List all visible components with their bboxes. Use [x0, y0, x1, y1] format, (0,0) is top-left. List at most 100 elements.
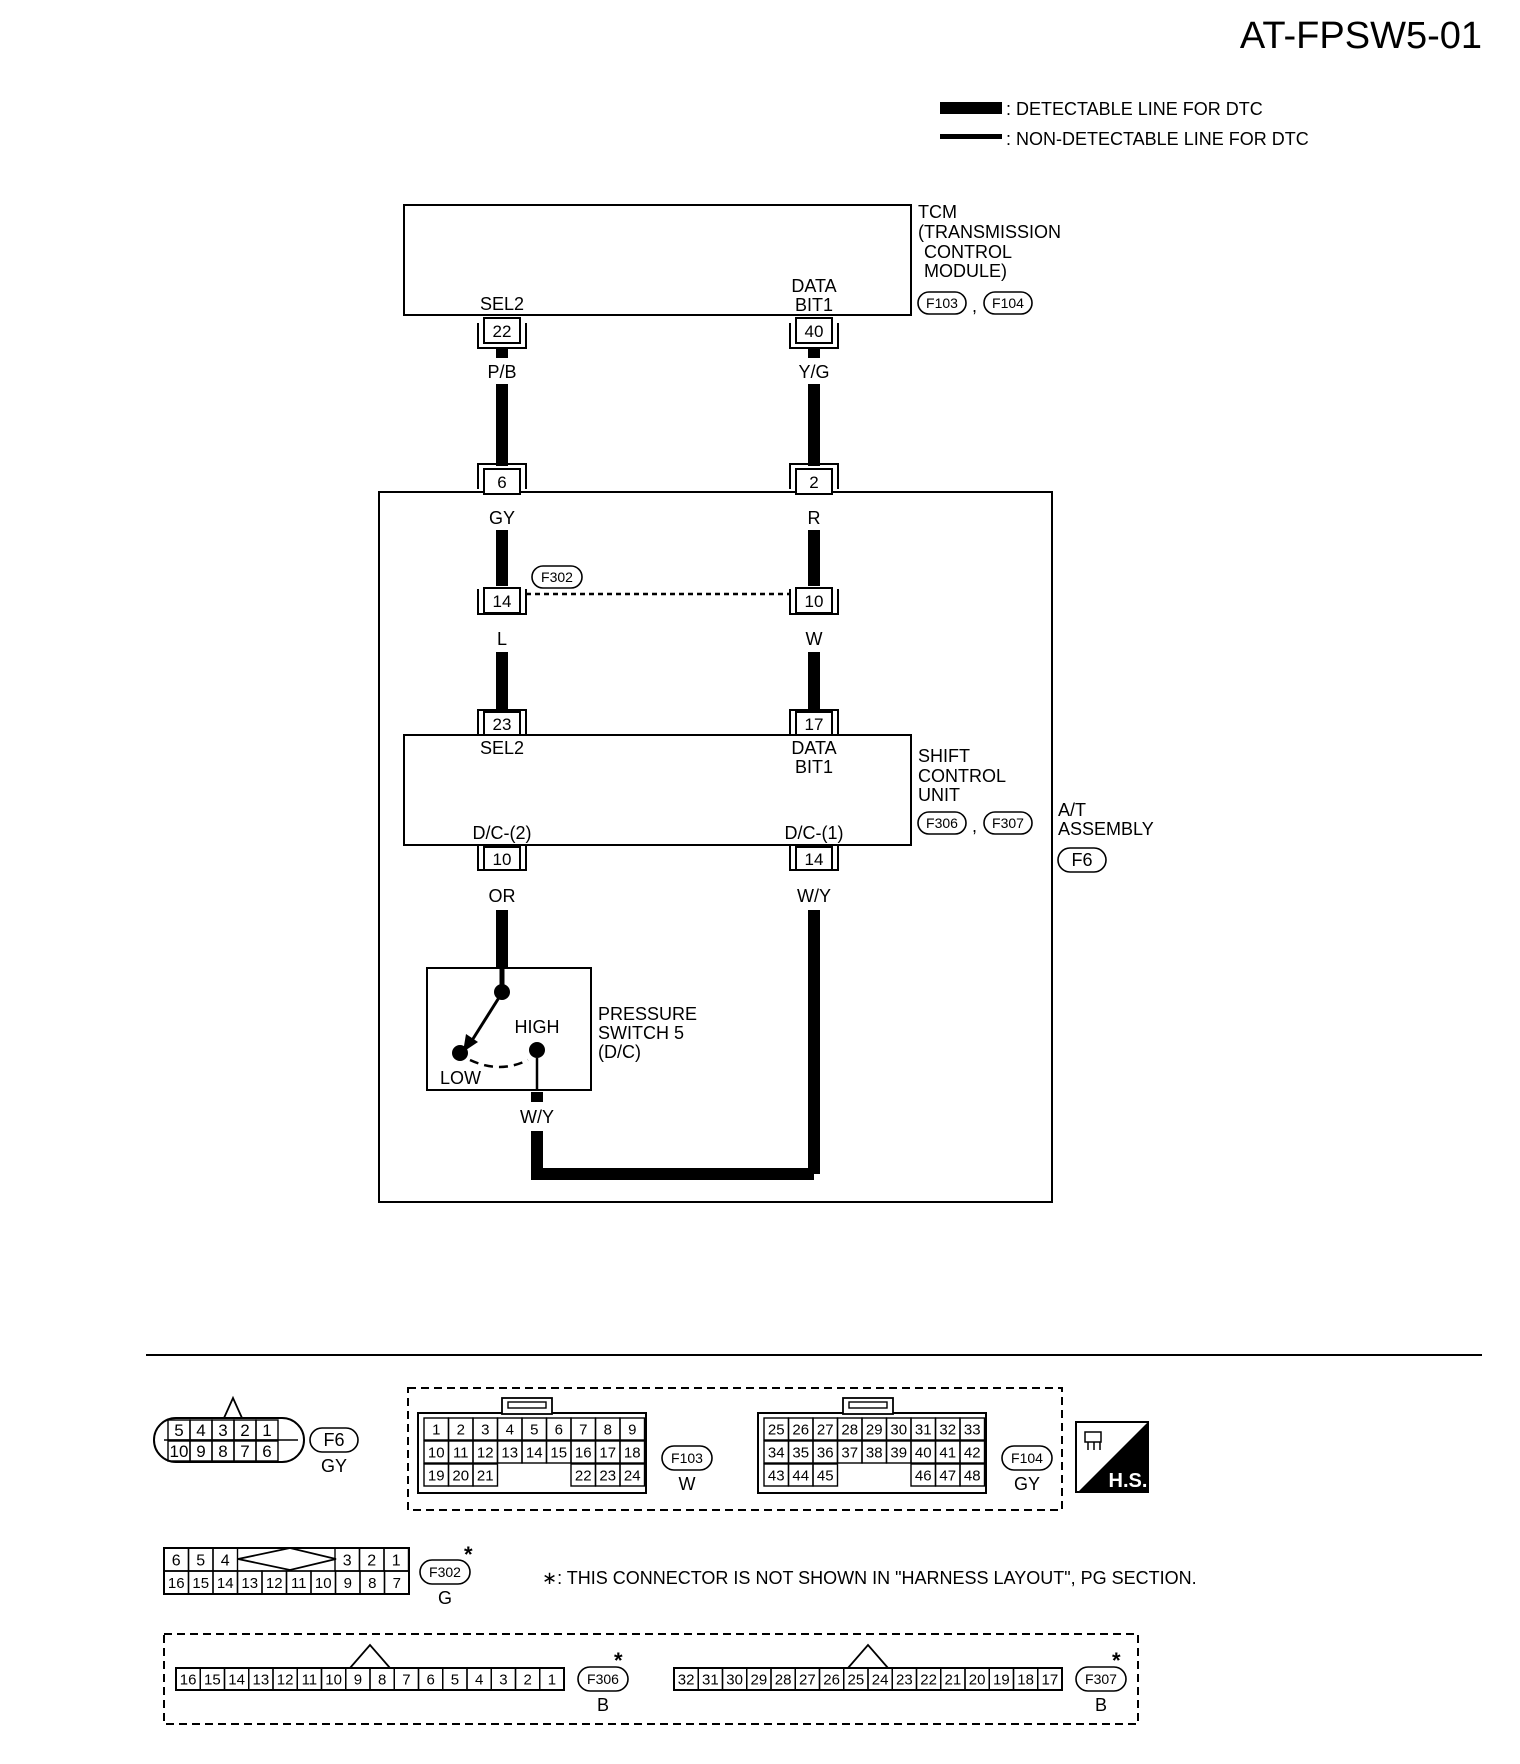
wire-wy-bottom [531, 1131, 814, 1180]
f307-pin-number: 29 [751, 1671, 768, 1688]
f103-pin-number: 16 [575, 1444, 592, 1461]
f103-pin-number: 22 [575, 1467, 592, 1484]
wire-r-label: R [808, 508, 821, 528]
f104-pin-number: 34 [768, 1444, 785, 1461]
scu-conn-f306: F306 [926, 815, 958, 831]
tcm-conn-f103-badge [917, 291, 967, 315]
f103-pin-number: 23 [599, 1467, 616, 1484]
f104-pin-number: 38 [866, 1444, 883, 1461]
at-pin-2: 2 [789, 463, 839, 495]
at-assembly-box [378, 491, 1053, 1203]
f307-pin-number: 25 [848, 1671, 865, 1688]
scu-conn-f306-badge [917, 811, 967, 835]
f104-color: GY [1014, 1474, 1040, 1494]
f302-pin-cell [383, 1570, 410, 1595]
at-label-line2: ASSEMBLY [1058, 819, 1154, 839]
f103-pin-number: 3 [481, 1421, 489, 1438]
f6-pin-number: 8 [218, 1442, 227, 1461]
f104-pin-number: 39 [890, 1444, 907, 1461]
f307-pin-number: 21 [945, 1671, 962, 1688]
tcm-conn-sep: , [972, 296, 977, 316]
f103-pin-number: 7 [579, 1421, 587, 1438]
wire-pb [496, 348, 508, 358]
f307-pin-number: 18 [1017, 1671, 1034, 1688]
f302-pin-number: 10 [315, 1575, 332, 1592]
f302-face-name: F302 [429, 1564, 461, 1580]
f103-pin-number: 17 [599, 1444, 616, 1461]
connector-note: ∗: THIS CONNECTOR IS NOT SHOWN IN "HARNE… [542, 1568, 1197, 1588]
f306-pin-number: 14 [228, 1671, 245, 1688]
f306-pin-number: 16 [180, 1671, 197, 1688]
f104-pin-number: 43 [768, 1467, 785, 1484]
f302-pin-number: 13 [241, 1575, 258, 1592]
f302-pin-number: 16 [168, 1575, 185, 1592]
f302-pin-number: 15 [192, 1575, 209, 1592]
f307-pin-cell [1037, 1667, 1063, 1691]
tcm-label-line3: CONTROL [924, 242, 1012, 262]
f103-pin-number: 11 [453, 1444, 469, 1461]
svg-text:10: 10 [493, 850, 512, 869]
f6-pin-number: 1 [262, 1421, 271, 1440]
f302-pin-number: 14 [217, 1575, 234, 1592]
tcm-connectors-group [407, 1387, 1063, 1511]
f307-color: B [1095, 1695, 1107, 1715]
f6-pin-cell [255, 1440, 279, 1462]
scu-dc2-label: D/C-(2) [473, 823, 532, 843]
at-conn-f6-badge [1057, 847, 1107, 873]
wire-l [496, 652, 508, 709]
f104-pin-number: 32 [939, 1421, 956, 1438]
f103-pin-number: 9 [628, 1421, 636, 1438]
f103-pin-number: 6 [555, 1421, 563, 1438]
f104-pin-cell [959, 1463, 986, 1487]
harness-side-icon: H.S. [1075, 1421, 1149, 1493]
f104-pin-number: 35 [792, 1444, 809, 1461]
f6-pin-number: 5 [174, 1421, 183, 1440]
f6-name: F6 [323, 1430, 344, 1450]
scu-box [403, 734, 912, 846]
legend-thin-label: : NON-DETECTABLE LINE FOR DTC [1006, 129, 1309, 149]
f103-pin-number: 20 [452, 1467, 469, 1484]
f104-pin-number: 42 [964, 1444, 981, 1461]
svg-text:40: 40 [805, 322, 824, 341]
svg-text:14: 14 [493, 592, 512, 611]
at-conn-f6: F6 [1071, 850, 1092, 870]
f103-pin-cell [619, 1417, 646, 1441]
svg-text:22: 22 [493, 322, 512, 341]
f307-pin-number: 32 [678, 1671, 695, 1688]
svg-text:6: 6 [497, 473, 506, 492]
ps-label-line3: (D/C) [598, 1042, 641, 1062]
f306-pin-number: 8 [378, 1671, 386, 1688]
f302-pin-number: 5 [196, 1552, 205, 1569]
f306-pin-number: 12 [277, 1671, 294, 1688]
ps-label-line2: SWITCH 5 [598, 1023, 684, 1043]
wire-pb-thick [496, 384, 508, 466]
f302-pin-10: 10 [789, 587, 839, 615]
f307-name: F307 [1085, 1671, 1117, 1687]
f306-pin-number: 2 [523, 1671, 531, 1688]
switch-high-label: HIGH [515, 1017, 560, 1037]
scu-dc1-label: D/C-(1) [785, 823, 844, 843]
f302-pin-number: 6 [172, 1552, 181, 1569]
f6-pin-number: 9 [196, 1442, 205, 1461]
wire-or-label: OR [489, 886, 516, 906]
f307-pin-number: 31 [702, 1671, 719, 1688]
f104-pin-number: 33 [964, 1421, 981, 1438]
wire-yg [808, 348, 820, 358]
wire-wy-bottom-label: W/Y [520, 1107, 554, 1127]
f103-pin-number: 24 [624, 1467, 641, 1484]
f103-pin-cell [619, 1463, 646, 1487]
f6-pin-number: 3 [218, 1421, 227, 1440]
f307-pin-number: 20 [969, 1671, 986, 1688]
tcm-sel2-label: SEL2 [480, 294, 524, 314]
f104-pin-number: 29 [866, 1421, 883, 1438]
f302-color: G [438, 1588, 452, 1608]
wire-wy-right [808, 910, 820, 1174]
wire-yg-label: Y/G [798, 362, 829, 382]
scu-connectors-group [163, 1633, 1139, 1725]
